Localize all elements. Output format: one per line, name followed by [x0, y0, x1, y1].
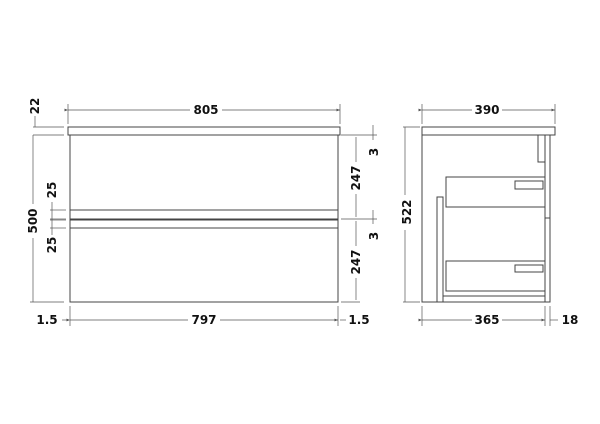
dim-height: 500 [26, 208, 40, 233]
dim-carcass-depth: 365 [474, 313, 499, 327]
dim-overall-width: 805 [193, 103, 218, 117]
drawer-front-lower [544, 217, 551, 303]
drawer-front-upper [544, 134, 551, 219]
dim-overall-height: 522 [400, 199, 414, 224]
dim-gap-middle: 3 [367, 232, 381, 240]
front-view: 805 22 500 25 25 797 1.5 1.5 [26, 98, 381, 327]
back-rail [436, 196, 444, 303]
drawer-box-lower [445, 260, 546, 292]
side-view: 390 522 365 18 [400, 103, 578, 327]
dim-overall-depth: 390 [474, 103, 499, 117]
dim-drawer-height-upper: 247 [349, 165, 363, 190]
dim-gap-top: 3 [367, 148, 381, 156]
dim-offset-left: 1.5 [36, 313, 57, 327]
dim-gap-lower: 25 [45, 237, 59, 254]
drawer-box-upper [445, 176, 546, 208]
dim-top-thickness: 22 [28, 98, 42, 115]
dim-offset-right: 1.5 [348, 313, 369, 327]
drawer-handle-lower [514, 264, 544, 273]
drawer-handle-upper [514, 180, 544, 190]
worktop [67, 126, 341, 136]
bracket [537, 134, 546, 163]
dim-inner-width: 797 [191, 313, 216, 327]
dim-drawer-height-lower: 247 [349, 249, 363, 274]
worktop-side [421, 126, 556, 136]
dim-front-thickness: 18 [562, 313, 579, 327]
dim-gap-upper: 25 [45, 182, 59, 199]
carcass-side [421, 134, 546, 303]
